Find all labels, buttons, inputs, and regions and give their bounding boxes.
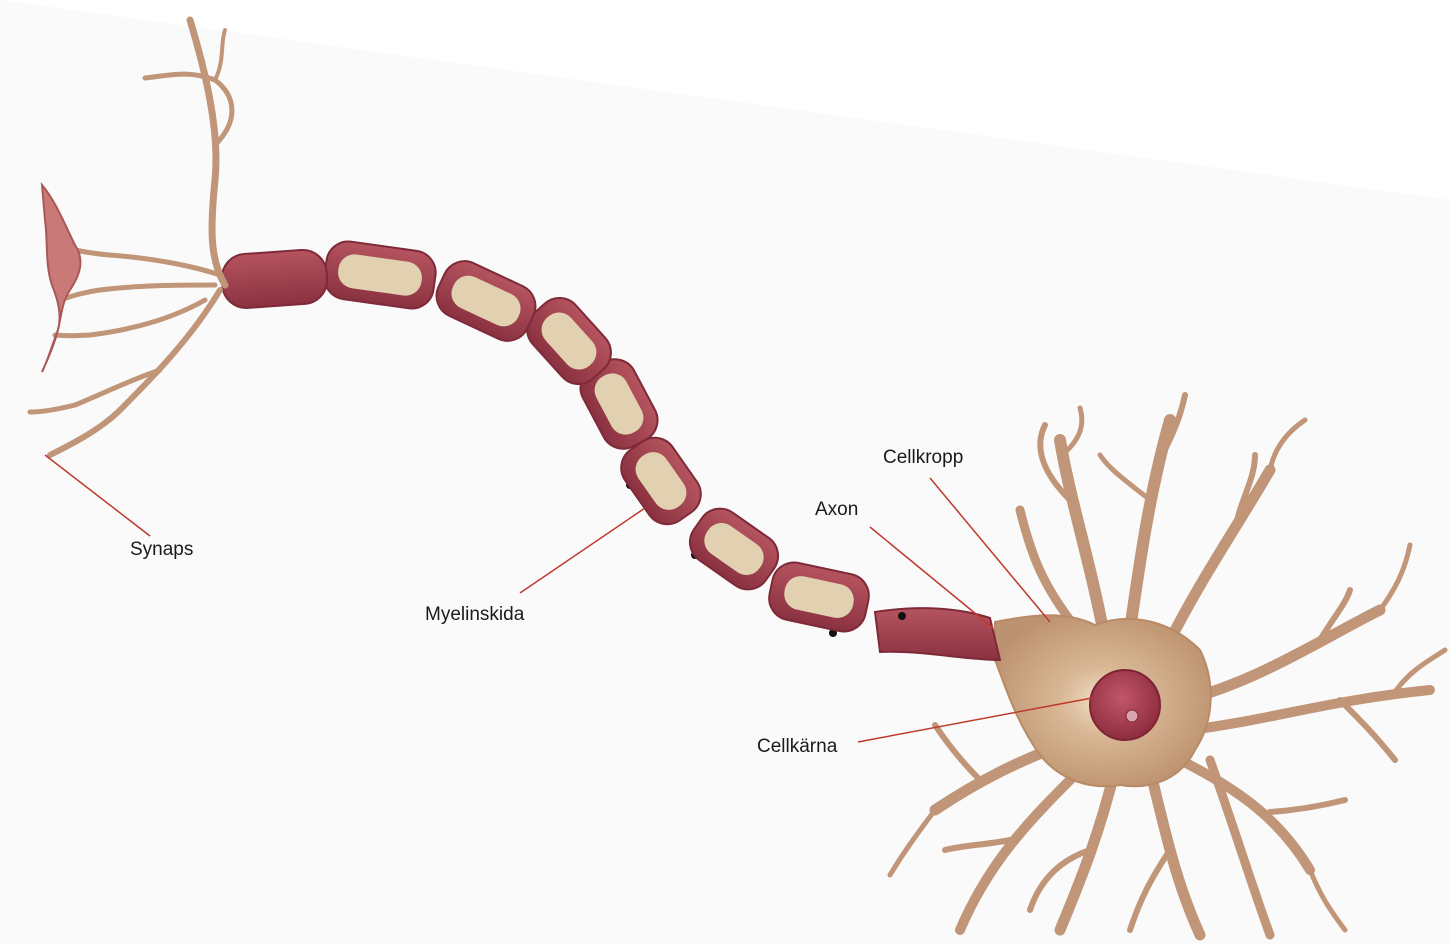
nucleolus [1126, 710, 1138, 722]
label-cellkarna: Cellkärna [757, 737, 837, 756]
label-axon: Axon [815, 500, 858, 519]
label-myelinskida: Myelinskida [425, 605, 524, 624]
nucleus [1090, 670, 1160, 740]
label-synaps: Synaps [130, 540, 193, 559]
label-cellkropp: Cellkropp [883, 448, 963, 467]
axon-hillock [875, 608, 1000, 660]
